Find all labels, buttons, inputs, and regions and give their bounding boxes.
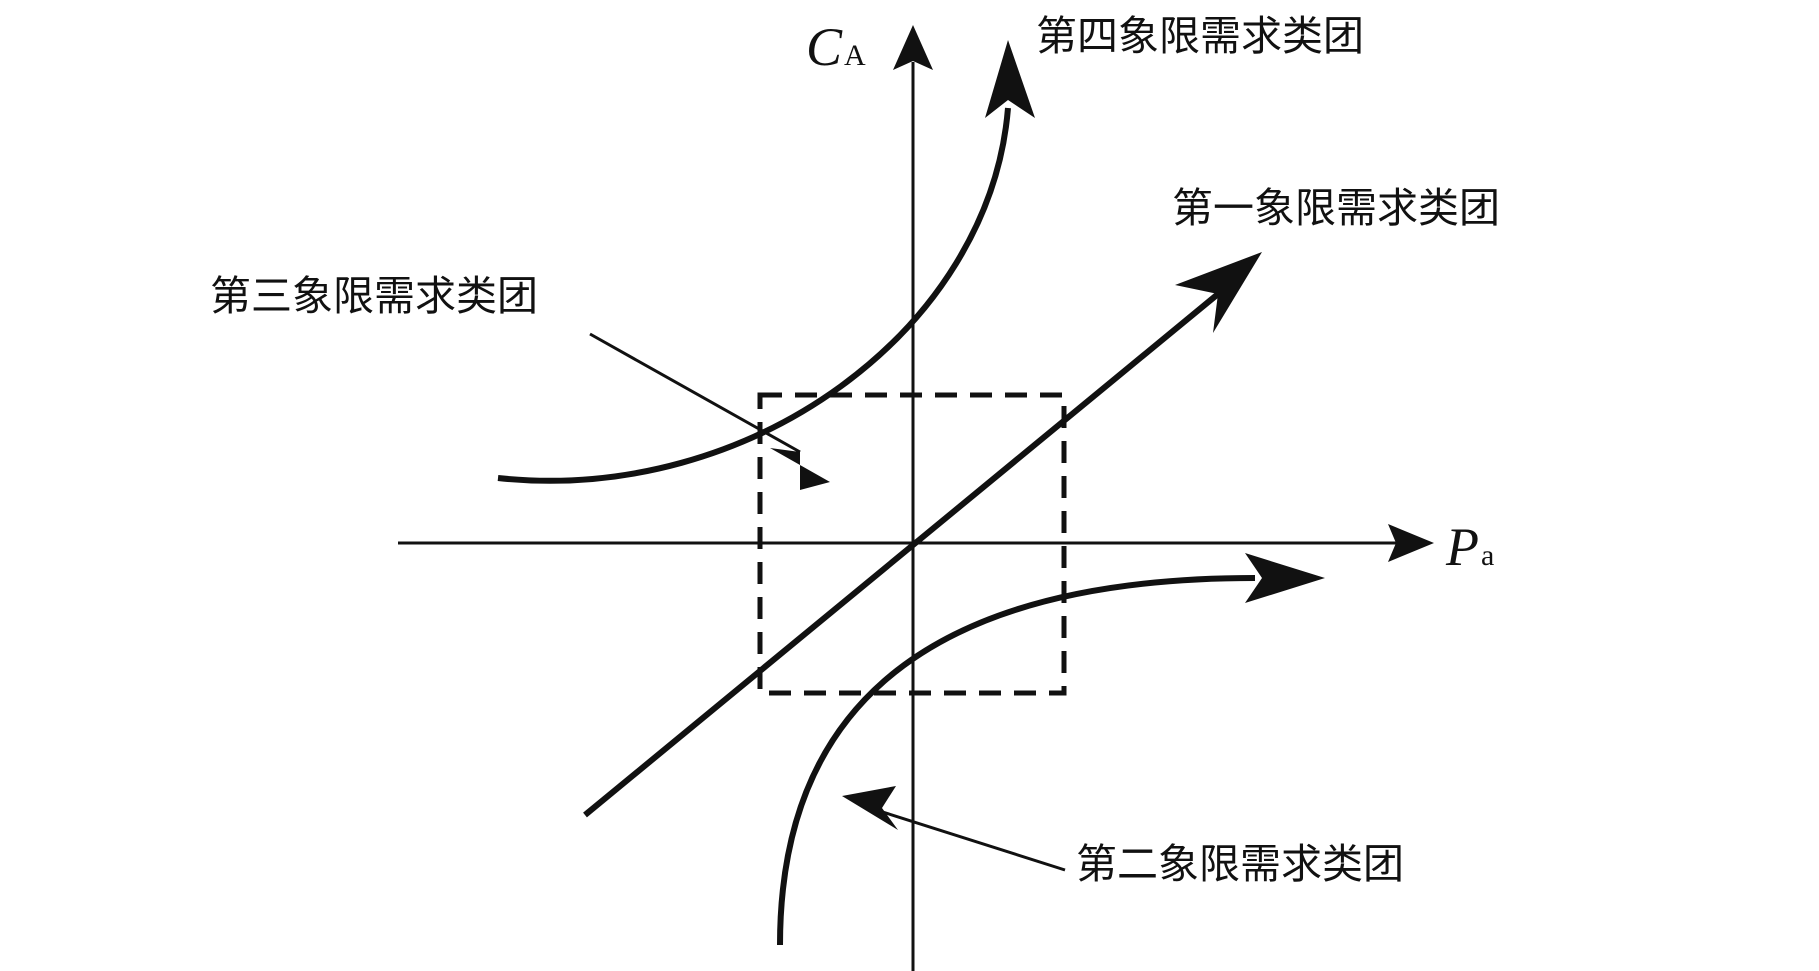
quadrant-2-label: 第二象限需求类团 bbox=[1076, 840, 1404, 888]
y-axis-label: CA bbox=[806, 20, 866, 74]
y-axis-symbol: C bbox=[806, 17, 843, 77]
quadrant-3-pointer bbox=[589, 332, 830, 490]
quadrant-4-label: 第四象限需求类团 bbox=[1036, 12, 1364, 60]
x-axis bbox=[398, 524, 1434, 562]
central-dashed-box bbox=[757, 392, 1067, 696]
quadrant-4-arrow bbox=[497, 40, 1035, 484]
x-axis-label: Pa bbox=[1446, 520, 1494, 574]
x-axis-subscript: a bbox=[1481, 539, 1495, 572]
quadrant-2-pointer bbox=[842, 786, 1066, 872]
quadrant-2-arrow bbox=[777, 553, 1325, 946]
quadrant-1-arrow bbox=[583, 252, 1262, 818]
quadrant-1-label: 第一象限需求类团 bbox=[1172, 184, 1500, 232]
y-axis bbox=[893, 25, 933, 971]
y-axis-subscript: A bbox=[844, 39, 866, 72]
x-axis-symbol: P bbox=[1446, 517, 1479, 577]
quadrant-3-label: 第三象限需求类团 bbox=[210, 272, 538, 320]
